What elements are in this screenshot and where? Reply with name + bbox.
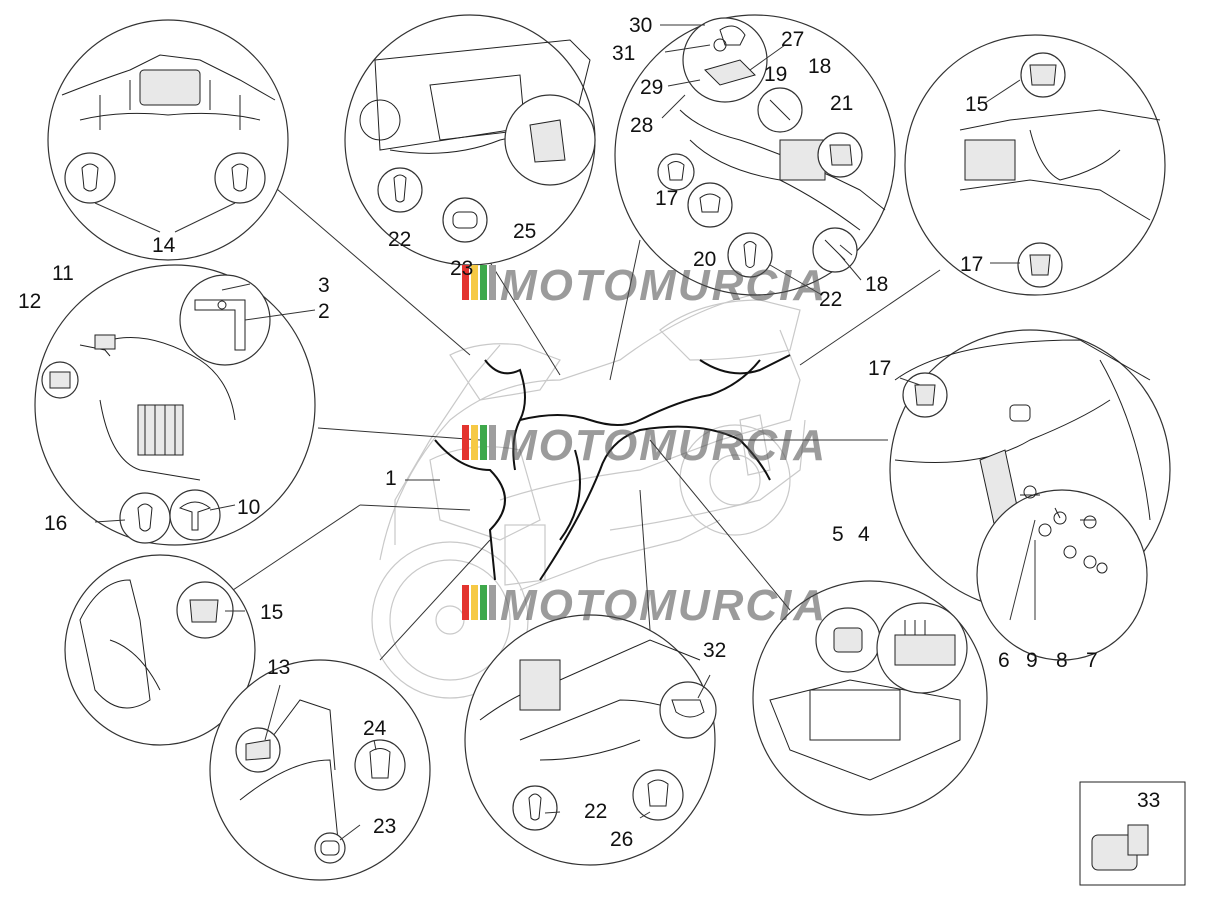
callout-4: 4 [858, 523, 870, 546]
callout-11: 11 [52, 262, 74, 285]
watermark-top: MOTOMURCIA [462, 261, 827, 310]
callout-29: 29 [640, 76, 663, 99]
callout-14: 14 [152, 234, 176, 257]
detail-right-rear [889, 329, 1171, 661]
callout-2: 2 [318, 300, 330, 323]
callout-22-headlight: 22 [388, 228, 411, 251]
callout-labels: 1 2 3 4 5 6 7 8 9 10 11 12 13 14 15 15 1… [18, 14, 1160, 851]
callout-17-rear: 17 [655, 187, 678, 210]
detail-right-upper [904, 34, 1166, 296]
callout-17-lower-right: 17 [868, 357, 891, 380]
callout-5: 5 [832, 523, 844, 546]
watermark-text: MOTOMURCIA [500, 261, 827, 310]
detail-regulator [34, 264, 316, 546]
watermark-text: MOTOMURCIA [500, 581, 827, 630]
watermark-middle: MOTOMURCIA [462, 421, 827, 470]
detail-under-seat [464, 614, 717, 866]
callout-13: 13 [267, 656, 290, 679]
detail-battery-box [752, 580, 988, 816]
callout-31: 31 [612, 42, 635, 65]
callout-32: 32 [703, 639, 726, 662]
detail-front-fork [209, 659, 431, 881]
callout-6: 6 [998, 649, 1010, 672]
detail-headlight [344, 14, 596, 266]
callout-1: 1 [385, 467, 397, 490]
callout-26: 26 [610, 828, 633, 851]
callout-7: 7 [1086, 649, 1098, 672]
callout-9: 9 [1026, 649, 1038, 672]
callout-19: 19 [764, 63, 787, 86]
callout-18-bottom: 18 [865, 273, 888, 296]
callout-30: 30 [629, 14, 652, 37]
callout-8: 8 [1056, 649, 1068, 672]
watermark-bottom: MOTOMURCIA [462, 581, 827, 630]
callout-25: 25 [513, 220, 536, 243]
leader-lines [232, 182, 941, 661]
callout-27: 27 [781, 28, 804, 51]
callout-22-rear: 22 [819, 288, 842, 311]
callout-16: 16 [44, 512, 67, 535]
callout-21: 21 [830, 92, 853, 115]
callout-15-lower: 15 [260, 601, 283, 624]
callout-15-upper: 15 [965, 93, 988, 116]
callout-23-fork: 23 [373, 815, 396, 838]
callout-33: 33 [1137, 789, 1160, 812]
scooter-outline [371, 289, 806, 699]
wiring-harness [434, 354, 791, 581]
callout-24: 24 [363, 717, 387, 740]
detail-handlebar [47, 19, 289, 261]
callout-28: 28 [630, 114, 653, 137]
callout-20: 20 [693, 248, 716, 271]
callout-10: 10 [237, 496, 260, 519]
detail-front-left [64, 554, 256, 746]
callout-3: 3 [318, 274, 330, 297]
callout-12: 12 [18, 290, 41, 313]
callout-22-seat: 22 [584, 800, 607, 823]
detail-rear-harness [614, 14, 896, 296]
watermark-text: MOTOMURCIA [500, 421, 827, 470]
detail-connector-box [1079, 781, 1186, 886]
callout-17-upper-right: 17 [960, 253, 983, 276]
callout-18-top: 18 [808, 55, 831, 78]
callout-23-headlight: 23 [450, 257, 473, 280]
callout-leaders [94, 24, 1036, 841]
